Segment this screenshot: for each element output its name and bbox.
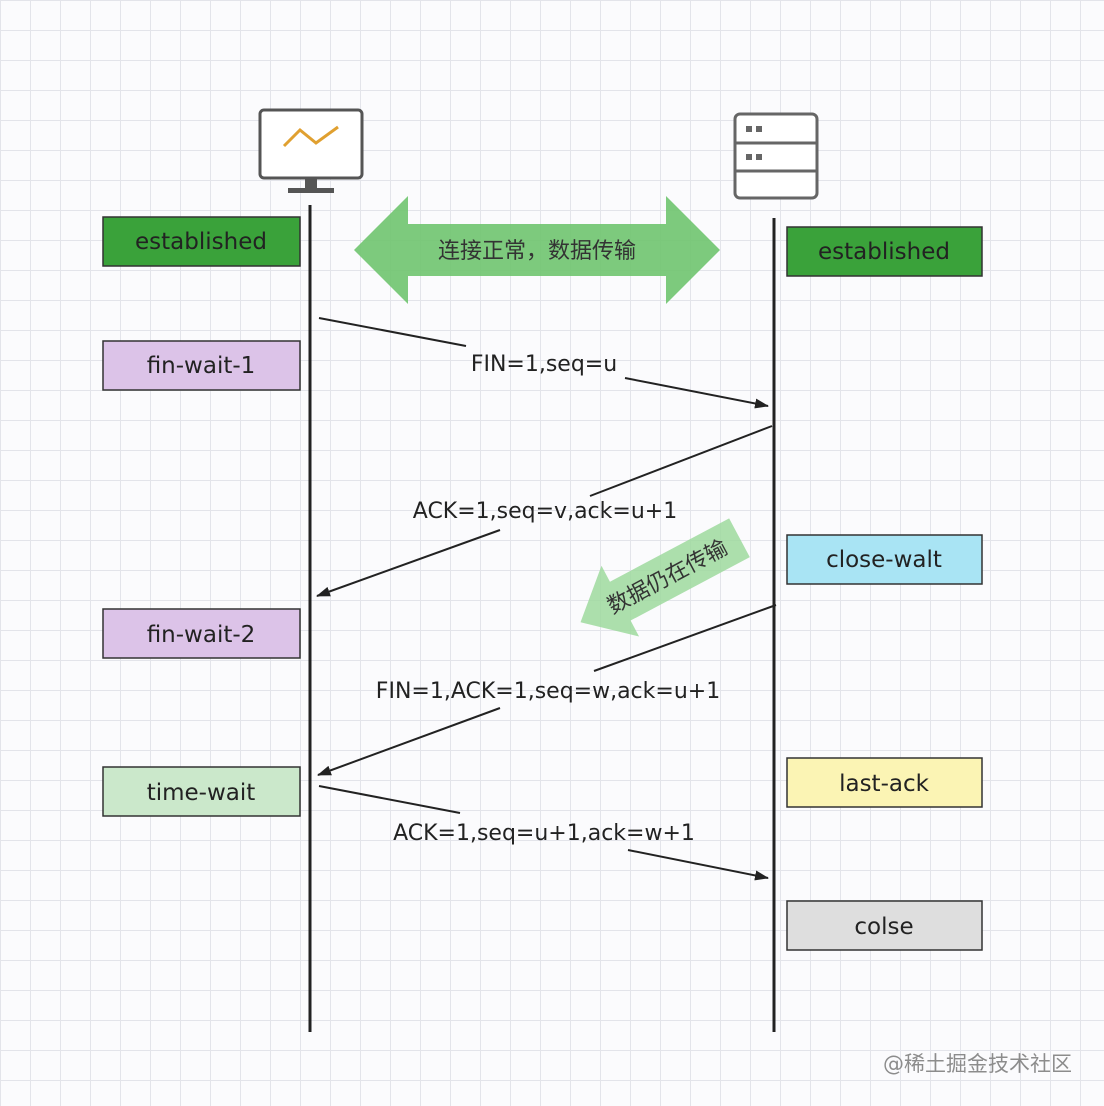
message-ack: ACK=1,seq=v,ack=u+1 bbox=[316, 425, 773, 597]
client-state-time-wait: time-wait bbox=[102, 766, 301, 817]
svg-text:time-wait: time-wait bbox=[147, 780, 256, 806]
svg-text:colse: colse bbox=[854, 914, 913, 940]
message-fin: FIN=1,seq=u bbox=[318, 317, 769, 409]
svg-text:fin-wait-2: fin-wait-2 bbox=[147, 622, 256, 648]
message-fin-ack-label: FIN=1,ACK=1,seq=w,ack=u+1 bbox=[376, 679, 720, 704]
svg-text:established: established bbox=[818, 239, 950, 265]
monitor-icon bbox=[258, 108, 364, 193]
message-final-ack: ACK=1,seq=u+1,ack=w+1 bbox=[318, 785, 769, 881]
client-state-fin-wait-1: fin-wait-1 bbox=[102, 340, 301, 391]
server-icon bbox=[733, 112, 819, 200]
svg-text:last-ack: last-ack bbox=[839, 771, 930, 797]
client-state-fin-wait-2: fin-wait-2 bbox=[102, 608, 301, 659]
svg-text:established: established bbox=[135, 229, 267, 255]
data-still-banner-arrow: 数据仍在传输 bbox=[580, 518, 750, 637]
server-state-closed: colse bbox=[786, 900, 983, 951]
svg-text:close-walt: close-walt bbox=[826, 547, 942, 573]
svg-text:fin-wait-1: fin-wait-1 bbox=[147, 353, 256, 379]
message-fin-ack: FIN=1,ACK=1,seq=w,ack=u+1 bbox=[317, 604, 777, 776]
connection-banner-text: 连接正常，数据传输 bbox=[438, 239, 636, 264]
client-state-established: established bbox=[102, 216, 301, 267]
message-fin-label: FIN=1,seq=u bbox=[471, 352, 617, 377]
watermark: @稀土掘金技术社区 bbox=[883, 1052, 1072, 1076]
connection-banner-arrow: 连接正常，数据传输 bbox=[354, 196, 720, 304]
message-ack-label: ACK=1,seq=v,ack=u+1 bbox=[413, 499, 677, 524]
server-state-close-wait: close-walt bbox=[786, 534, 983, 585]
message-final-ack-label: ACK=1,seq=u+1,ack=w+1 bbox=[393, 821, 695, 846]
server-state-established: established bbox=[786, 226, 983, 277]
server-state-last-ack: last-ack bbox=[786, 757, 983, 808]
